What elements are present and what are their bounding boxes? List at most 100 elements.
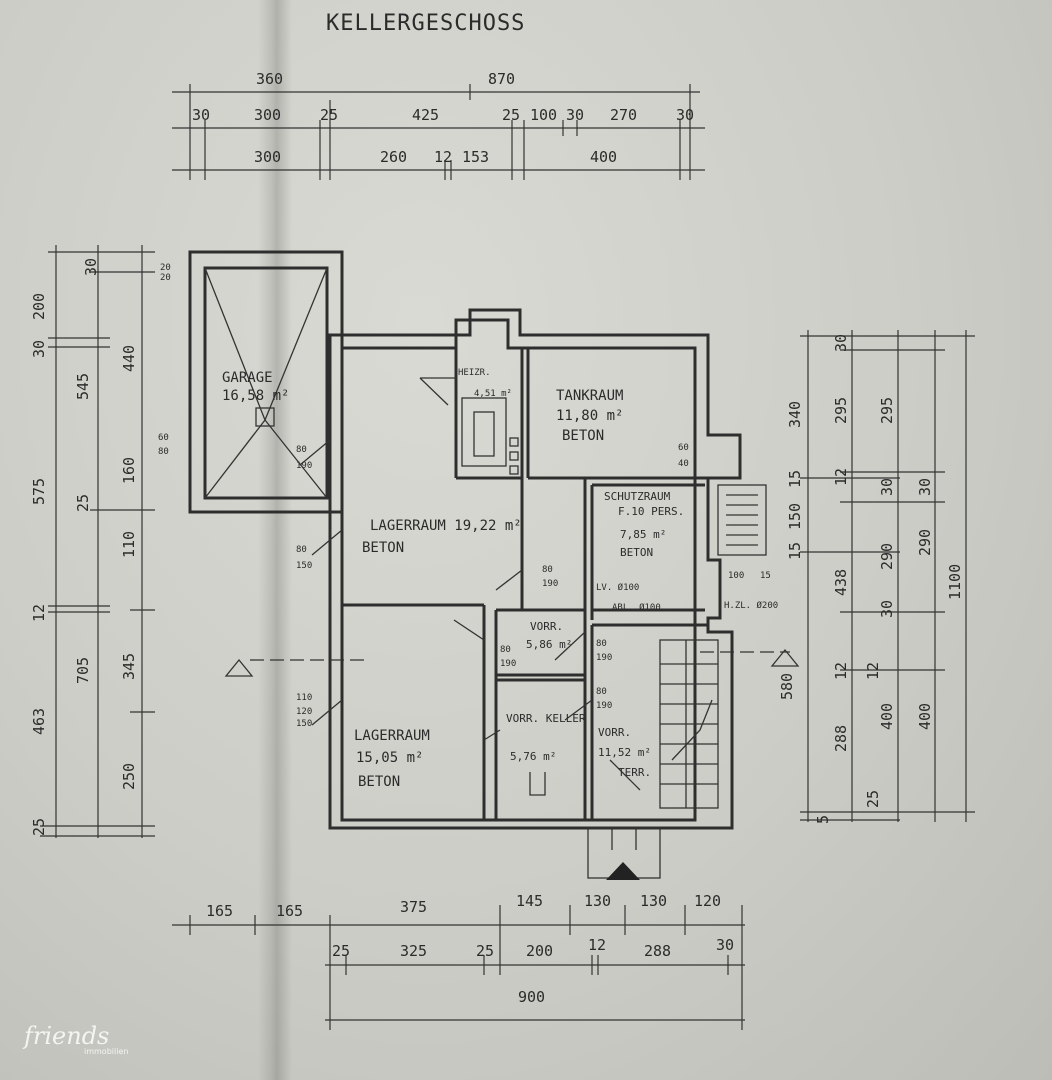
room-vorrkeller-name: VORR. KELLER bbox=[506, 712, 586, 725]
dim-bottom-325: 325 bbox=[400, 942, 427, 960]
dim-right-295a: 295 bbox=[832, 397, 850, 424]
brand-logo: friends bbox=[24, 1022, 110, 1050]
dim-bottom-900: 900 bbox=[518, 988, 545, 1006]
dim-right-5: 5 bbox=[814, 815, 832, 824]
door-label-80f: 80 bbox=[596, 639, 607, 649]
door-label-120: 120 bbox=[296, 707, 312, 717]
dim-bottom-145: 145 bbox=[516, 892, 543, 910]
note-lv: LV. Ø100 bbox=[596, 582, 639, 593]
dim-left-12: 12 bbox=[30, 604, 48, 622]
door-label-60b: 60 bbox=[678, 443, 689, 453]
dim-top-12: 12 bbox=[434, 148, 452, 166]
dim-right-30a: 30 bbox=[832, 334, 850, 352]
brand-logo-subtitle: immobilien bbox=[84, 1047, 129, 1056]
dim-top-100: 100 bbox=[530, 106, 557, 124]
door-label-80: 80 bbox=[296, 445, 307, 455]
dim-right-288: 288 bbox=[832, 725, 850, 752]
dim-right-30b: 30 bbox=[878, 600, 896, 618]
door-label-110: 110 bbox=[296, 693, 312, 703]
dim-left-345: 345 bbox=[120, 653, 138, 680]
dim-right-1100: 1100 bbox=[946, 564, 964, 600]
dim-bottom-375: 375 bbox=[400, 898, 427, 916]
dim-top-260: 260 bbox=[380, 148, 407, 166]
dim-left-30: 30 bbox=[30, 340, 48, 358]
room-shelter-sub: F.10 PERS. bbox=[618, 505, 684, 518]
room-garage-area: 16,58 m² bbox=[222, 388, 289, 404]
dim-right-15a: 15 bbox=[786, 470, 804, 488]
dim-left-440: 440 bbox=[120, 345, 138, 372]
door-label-80b: 80 bbox=[158, 447, 169, 457]
dim-left-25b: 25 bbox=[74, 494, 92, 512]
dim-right-340: 340 bbox=[786, 401, 804, 428]
dim-top-30a: 30 bbox=[192, 106, 210, 124]
shelter-vent bbox=[717, 484, 767, 556]
dim-bottom-165b: 165 bbox=[276, 902, 303, 920]
door-label-80c: 80 bbox=[542, 565, 553, 575]
dim-right-12c: 12 bbox=[864, 662, 882, 680]
dim-left-160: 160 bbox=[120, 457, 138, 484]
room-storage2-name: LAGERRAUM bbox=[354, 728, 430, 744]
door-label-150b: 150 bbox=[296, 719, 312, 729]
interior-walls bbox=[342, 348, 708, 820]
door-label-20b: 20 bbox=[160, 273, 171, 283]
door-label-150: 150 bbox=[296, 561, 312, 571]
door-label-190: 190 bbox=[296, 461, 312, 471]
dim-bottom-25a: 25 bbox=[332, 942, 350, 960]
room-storage1-material: BETON bbox=[362, 540, 404, 556]
section-line bbox=[224, 648, 800, 677]
dim-bottom-200: 200 bbox=[526, 942, 553, 960]
door-label-80e: 80 bbox=[500, 645, 511, 655]
dim-top-25b: 25 bbox=[502, 106, 520, 124]
room-vorr1-area: 5,86 m² bbox=[526, 638, 572, 651]
dim-top-30b: 30 bbox=[566, 106, 584, 124]
dim-right-400a: 400 bbox=[878, 703, 896, 730]
left-dimension-lines bbox=[40, 245, 155, 838]
dim-left-705: 705 bbox=[74, 657, 92, 684]
door-label-20a: 20 bbox=[160, 263, 171, 273]
dim-top-270: 270 bbox=[610, 106, 637, 124]
dim-bottom-12: 12 bbox=[588, 936, 606, 954]
room-vorr2-area: 11,52 m² bbox=[598, 746, 651, 759]
dim-right-30c: 30 bbox=[878, 478, 896, 496]
dim-right-580: 580 bbox=[778, 673, 796, 700]
note-hzl: H.ZL. Ø200 bbox=[724, 600, 778, 611]
dim-left-30b: 30 bbox=[82, 258, 100, 276]
paper-fold bbox=[258, 0, 292, 1080]
dim-left-200: 200 bbox=[30, 293, 48, 320]
dim-bottom-288: 288 bbox=[644, 942, 671, 960]
door-label-100: 100 bbox=[728, 571, 744, 581]
dim-right-400b: 400 bbox=[916, 703, 934, 730]
heating-room-fixtures bbox=[419, 377, 519, 475]
room-vorrkeller-area: 5,76 m² bbox=[510, 750, 556, 763]
staircase bbox=[659, 639, 719, 809]
room-vorr2-name: VORR. bbox=[598, 726, 631, 739]
room-storage1-name: LAGERRAUM 19,22 m² bbox=[370, 518, 522, 534]
dim-left-25: 25 bbox=[30, 818, 48, 836]
room-garage-name: GARAGE bbox=[222, 370, 273, 386]
dim-right-290b: 290 bbox=[916, 529, 934, 556]
entrance bbox=[587, 827, 661, 880]
dim-top-425: 425 bbox=[412, 106, 439, 124]
room-heating-name: HEIZR. bbox=[458, 368, 491, 378]
room-vorr1-name: VORR. bbox=[530, 620, 563, 633]
dim-right-30d: 30 bbox=[916, 478, 934, 496]
dim-top-300: 300 bbox=[254, 106, 281, 124]
dim-right-15b: 15 bbox=[786, 542, 804, 560]
room-tank-area: 11,80 m² bbox=[556, 408, 623, 424]
dim-left-110: 110 bbox=[120, 531, 138, 558]
door-label-190c: 190 bbox=[500, 659, 516, 669]
dim-right-290: 290 bbox=[878, 543, 896, 570]
dim-top-30c: 30 bbox=[676, 106, 694, 124]
dim-bottom-30: 30 bbox=[716, 936, 734, 954]
dim-top-400: 400 bbox=[590, 148, 617, 166]
door-label-60: 60 bbox=[158, 433, 169, 443]
dim-left-545: 545 bbox=[74, 373, 92, 400]
door-label-80d: 80 bbox=[296, 545, 307, 555]
dim-bottom-130a: 130 bbox=[584, 892, 611, 910]
room-tank-material: BETON bbox=[562, 428, 604, 444]
dim-left-463: 463 bbox=[30, 708, 48, 735]
dim-bottom-130b: 130 bbox=[640, 892, 667, 910]
dim-bottom-165a: 165 bbox=[206, 902, 233, 920]
room-heating-area: 4,51 m² bbox=[474, 389, 512, 399]
